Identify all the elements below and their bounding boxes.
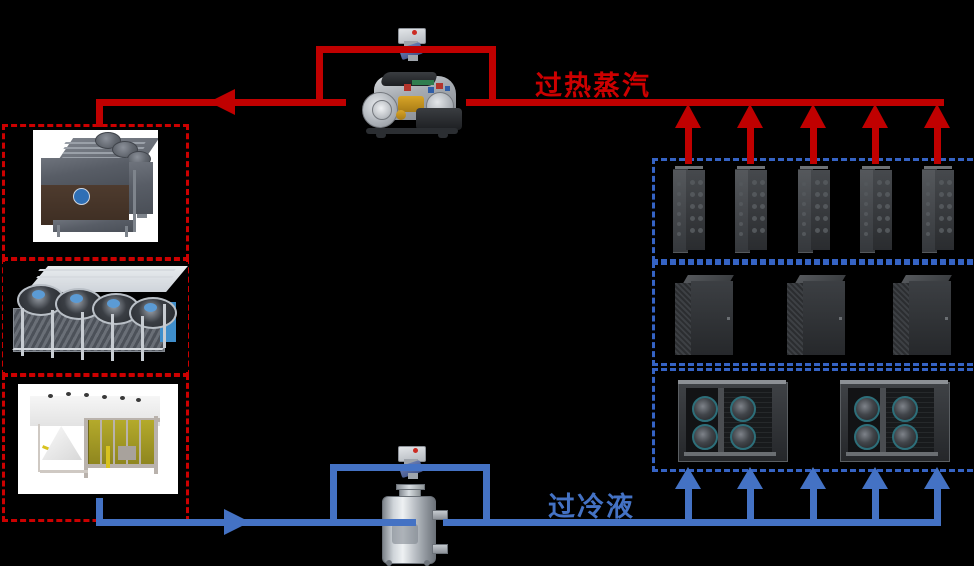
vapor-pipe-compressor-outlet-riser bbox=[489, 46, 496, 102]
liquid-downcomer-from-heat-rejection bbox=[96, 498, 103, 524]
liquid-riser-1 bbox=[685, 487, 692, 521]
vapor-pipe-compressor-inlet-riser bbox=[316, 46, 323, 102]
vapor-flow-arrow-left bbox=[209, 89, 235, 115]
it-load-box-sealed-cabinets bbox=[652, 262, 974, 366]
vapor-riser-5 bbox=[934, 126, 941, 164]
vapor-riser-arrow-4 bbox=[862, 104, 888, 128]
liquid-receiver-tank bbox=[372, 484, 452, 566]
liquid-riser-arrow-3 bbox=[800, 467, 826, 489]
vapor-riser-arrow-2 bbox=[737, 104, 763, 128]
liquid-header-right bbox=[443, 519, 941, 526]
list-item bbox=[798, 166, 832, 253]
list-item bbox=[893, 275, 953, 357]
list-item bbox=[675, 275, 735, 357]
list-item bbox=[673, 166, 707, 253]
liquid-pipe-pump-outlet-riser bbox=[483, 464, 490, 522]
liquid-flow-arrow-right bbox=[224, 509, 250, 535]
liquid-pipe-pump-inlet-riser bbox=[330, 464, 337, 522]
air-cooled-condenser-image bbox=[3, 262, 188, 372]
vapor-riser-arrow-1 bbox=[675, 104, 701, 128]
liquid-riser-arrow-1 bbox=[675, 467, 701, 489]
list-item bbox=[678, 378, 790, 462]
liquid-riser-arrow-5 bbox=[924, 467, 950, 489]
vapor-riser-arrow-5 bbox=[924, 104, 950, 128]
liquid-riser-3 bbox=[810, 487, 817, 521]
vapor-riser-3 bbox=[810, 126, 817, 164]
liquid-riser-arrow-4 bbox=[862, 467, 888, 489]
vapor-riser-2 bbox=[747, 126, 754, 164]
liquid-pump bbox=[392, 446, 434, 486]
liquid-riser-arrow-2 bbox=[737, 467, 763, 489]
vapor-downcomer-to-heat-rejection bbox=[96, 99, 103, 127]
vapor-header-right bbox=[466, 99, 944, 106]
vapor-pipe-compressor-top bbox=[316, 46, 496, 53]
compressor-unit bbox=[360, 70, 470, 142]
compressor-control-valve bbox=[392, 28, 434, 68]
list-item bbox=[922, 166, 956, 253]
cooling-tower-image bbox=[33, 130, 158, 242]
liquid-pipe-pump-top bbox=[330, 464, 490, 471]
heat-rejection-box-dry-cooler bbox=[2, 374, 189, 522]
liquid-riser-2 bbox=[747, 487, 754, 521]
list-item bbox=[735, 166, 769, 253]
vapor-riser-4 bbox=[872, 126, 879, 164]
list-item bbox=[860, 166, 894, 253]
list-item bbox=[787, 275, 847, 357]
vapor-riser-arrow-3 bbox=[800, 104, 826, 128]
dry-cooler-image bbox=[18, 384, 178, 494]
liquid-riser-5 bbox=[934, 487, 941, 521]
liquid-header-left bbox=[96, 519, 416, 526]
liquid-riser-4 bbox=[872, 487, 879, 521]
label-subcooled-liquid: 过冷液 bbox=[548, 492, 635, 522]
vapor-riser-1 bbox=[685, 126, 692, 164]
list-item bbox=[840, 378, 952, 462]
label-superheated-vapor: 过热蒸汽 bbox=[535, 71, 651, 101]
